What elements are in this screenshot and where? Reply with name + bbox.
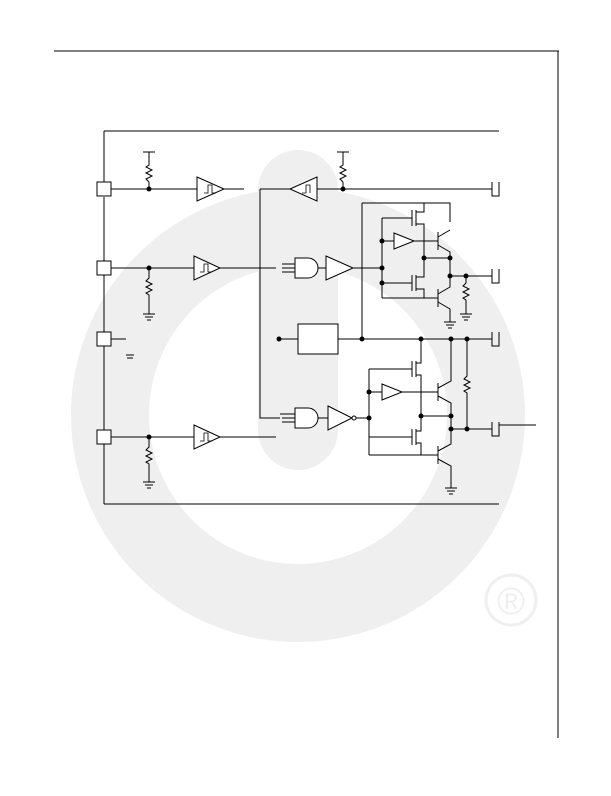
and1-inputs (282, 263, 295, 273)
lower-output-junction (448, 426, 454, 432)
lower-bjt1 (437, 339, 452, 416)
pin-left-2 (96, 260, 112, 276)
upper-pulldown-resistor (461, 276, 471, 314)
and2-inputs (280, 413, 295, 423)
pin-right-4 (491, 422, 536, 437)
lower-pullup-resistor (462, 339, 472, 429)
row4-pulldown-resistor (144, 437, 154, 482)
row3-ground-symbol (126, 354, 134, 359)
internal-vertical-bus (259, 189, 280, 419)
and2-gate (294, 407, 319, 429)
upper-stage-top-rail (362, 202, 451, 222)
row2-buffer (193, 255, 222, 281)
row4-buffer (193, 424, 222, 450)
upper-output-junction (447, 273, 453, 279)
upper-bjt2 (437, 258, 451, 322)
row1-schmitt-symbol (204, 184, 216, 194)
pin-left-4 (96, 429, 112, 445)
pin-right-3 (491, 332, 500, 347)
upper-output-stage (361, 202, 500, 339)
upper-mos2 (411, 258, 425, 298)
lower-inverter (381, 383, 404, 401)
row1r-junction (340, 186, 346, 192)
and2-inversion-bubble (351, 415, 357, 421)
row4-schmitt-symbol (200, 432, 212, 442)
watermark-registered-mark: ® (497, 581, 525, 623)
row1-pullup-resistor (144, 152, 154, 183)
watermark-bar (258, 150, 338, 470)
center-block (297, 323, 339, 355)
lower-ground (445, 487, 457, 495)
upper-mos1 (411, 203, 425, 232)
upper-ground (444, 321, 456, 329)
lower-mos2 (411, 416, 422, 455)
circuit (96, 130, 536, 505)
watermark-registered-circle (484, 573, 538, 627)
and1-driver (325, 255, 355, 281)
upper-inverter (393, 232, 416, 250)
row2-ground (143, 313, 155, 321)
pin-left-3 (96, 331, 112, 347)
pin-right-1 (491, 182, 500, 197)
pin-right-2 (491, 269, 500, 284)
lower-output-stage (366, 339, 536, 495)
row4-ground (143, 481, 155, 489)
lower-bjt2 (437, 416, 452, 488)
and1-gate (294, 257, 319, 279)
and2-driver (327, 405, 354, 431)
lower-mos1 (411, 339, 422, 390)
watermark-logo: ® (71, 150, 538, 642)
upper-pulldown-ground (460, 313, 472, 321)
upper-gate-junction (379, 265, 385, 271)
row3-junction-a (359, 336, 365, 342)
center-block-in-junction (276, 336, 282, 342)
row1r-pullup-resistor (338, 152, 348, 183)
row2-schmitt-symbol (200, 263, 212, 273)
page-frame (54, 50, 559, 738)
row1r-schmitt-symbol (302, 184, 311, 194)
row1-buffer (196, 176, 226, 202)
row1-junction (146, 186, 152, 192)
pin-left-1 (96, 181, 112, 197)
lower-gate-junction (366, 415, 372, 421)
row2-pulldown-resistor (144, 268, 154, 314)
